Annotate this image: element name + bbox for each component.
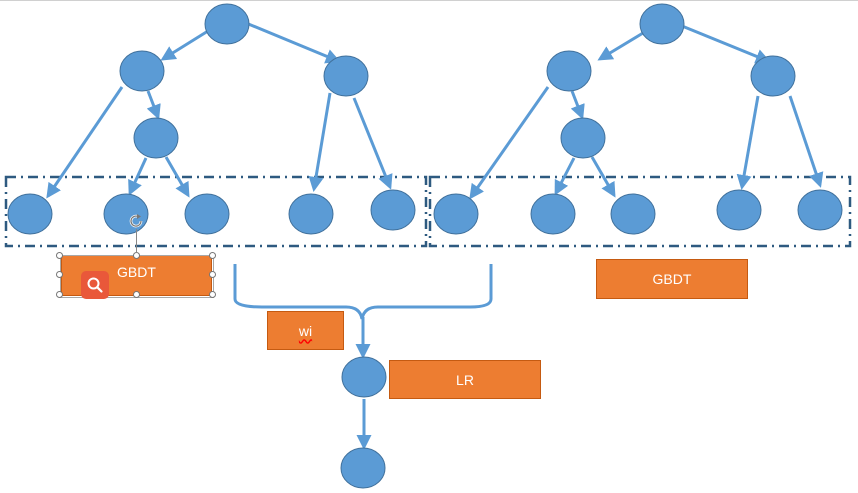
leaf-node[interactable] bbox=[433, 193, 479, 235]
resize-handle[interactable] bbox=[133, 252, 140, 259]
weight-text: wi bbox=[298, 322, 313, 339]
rotate-connector bbox=[136, 229, 137, 253]
lr-label[interactable]: LR bbox=[389, 360, 541, 399]
edge bbox=[590, 156, 616, 198]
gbdt-right-text: GBDT bbox=[652, 271, 692, 287]
resize-handle[interactable] bbox=[56, 291, 63, 298]
resize-handle[interactable] bbox=[56, 271, 63, 278]
leaf-node[interactable] bbox=[7, 193, 53, 235]
tree-node[interactable] bbox=[204, 3, 250, 45]
search-icon[interactable] bbox=[81, 271, 109, 299]
resize-handle[interactable] bbox=[209, 271, 216, 278]
edge bbox=[554, 157, 576, 196]
leaf-node[interactable] bbox=[184, 193, 230, 235]
leaf-node[interactable] bbox=[103, 193, 149, 235]
edge bbox=[788, 95, 824, 188]
tree-node[interactable] bbox=[546, 50, 592, 92]
resize-handle[interactable] bbox=[209, 252, 216, 259]
leaf-node[interactable] bbox=[610, 193, 656, 235]
leaf-node[interactable] bbox=[288, 193, 334, 235]
resize-handle[interactable] bbox=[133, 291, 140, 298]
lr-text: LR bbox=[456, 371, 474, 388]
leaf-node[interactable] bbox=[716, 189, 762, 231]
output-node[interactable] bbox=[340, 447, 386, 489]
edge bbox=[128, 157, 148, 196]
edge bbox=[146, 90, 161, 120]
edge bbox=[469, 86, 550, 200]
right-leaf-group bbox=[428, 175, 852, 248]
edge bbox=[160, 29, 209, 61]
lr-node[interactable] bbox=[341, 356, 387, 398]
leaf-node[interactable] bbox=[797, 189, 843, 231]
tree-node[interactable] bbox=[323, 55, 369, 97]
rotate-handle-icon[interactable] bbox=[127, 212, 145, 230]
edge bbox=[736, 95, 760, 190]
leaf-node[interactable] bbox=[370, 189, 416, 231]
tree-node[interactable] bbox=[119, 50, 165, 92]
tree-node[interactable] bbox=[750, 55, 796, 97]
edge bbox=[352, 97, 393, 190]
tree-node[interactable] bbox=[639, 3, 685, 45]
edge bbox=[308, 92, 332, 192]
resize-handle[interactable] bbox=[56, 252, 63, 259]
edge bbox=[597, 31, 644, 61]
edge bbox=[164, 156, 190, 198]
edge bbox=[681, 24, 771, 64]
gbdt-left-text: GBDT bbox=[117, 263, 156, 280]
tree-node[interactable] bbox=[560, 117, 606, 159]
resize-handle[interactable] bbox=[209, 291, 216, 298]
tree-node[interactable] bbox=[133, 117, 179, 159]
weight-label[interactable]: wi bbox=[267, 311, 344, 350]
edge bbox=[570, 90, 585, 120]
gbdt-right-label[interactable]: GBDT bbox=[596, 259, 748, 299]
edge bbox=[46, 86, 124, 199]
edge bbox=[245, 21, 341, 64]
left-leaf-group bbox=[4, 175, 428, 248]
leaf-node[interactable] bbox=[530, 193, 576, 235]
